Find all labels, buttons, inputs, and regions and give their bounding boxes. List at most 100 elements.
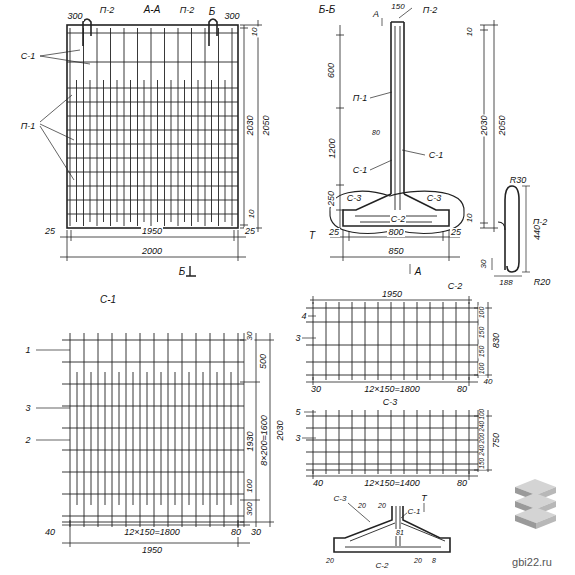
rebar-line xyxy=(469,302,470,380)
dimension-label: 100 xyxy=(246,478,254,493)
dimension-label: 830 xyxy=(493,331,502,348)
rebar-line xyxy=(67,186,238,187)
rebar-line xyxy=(430,302,431,380)
rebar-line xyxy=(97,28,98,226)
dimension-label: 2030 xyxy=(276,419,285,441)
dimension-label: 1950 xyxy=(141,227,163,236)
mesh-c-2 xyxy=(302,296,492,386)
dimension-label: С-3 xyxy=(426,194,443,203)
rebar-line xyxy=(175,372,176,505)
dimension-label: 80 xyxy=(456,385,468,394)
dimension-label: 30 xyxy=(480,259,488,270)
dimension-label: 150 xyxy=(479,344,486,358)
dimension-label: 10 xyxy=(466,213,474,224)
rebar-line xyxy=(306,322,478,323)
dimension-label: 850 xyxy=(387,247,404,256)
dimension-label: С-3 xyxy=(346,194,363,203)
rebar-line xyxy=(189,372,190,505)
dimension-label: 240 xyxy=(479,444,486,457)
dimension-label: С-3 xyxy=(382,398,399,407)
rebar-line xyxy=(231,372,232,505)
rebar-line xyxy=(352,302,353,380)
rebar-grids xyxy=(62,28,478,527)
rebar-line xyxy=(83,28,84,226)
rebar-line xyxy=(184,80,185,222)
dimension-label: 80 xyxy=(230,528,242,537)
rebar-line xyxy=(306,464,478,465)
dimension-label: 3 xyxy=(294,334,301,343)
dimension-label: 12×150=1400 xyxy=(363,479,421,488)
rebar-line xyxy=(306,375,478,376)
base-detail xyxy=(334,502,450,552)
dimension-label: 30 xyxy=(246,331,254,342)
dimension-label: С-1 xyxy=(407,508,422,516)
dimension-label: Т xyxy=(308,231,316,241)
dimension-label: 2050 xyxy=(262,114,271,136)
dimension-label: 100 xyxy=(479,408,486,421)
rebar-line xyxy=(306,428,478,429)
watermark: gbi22.ru xyxy=(511,557,553,568)
rebar-line xyxy=(103,80,104,222)
dimension-label: 600 xyxy=(328,61,337,78)
rebar-line xyxy=(205,28,206,226)
rebar-line xyxy=(147,372,148,505)
dimension-label: 3 xyxy=(294,434,301,443)
rebar-line xyxy=(62,494,244,495)
dimension-label: П-2 xyxy=(179,6,196,15)
dimension-label: 750 xyxy=(493,431,502,448)
rebar-line xyxy=(62,522,244,523)
dimension-label: Т xyxy=(420,494,428,503)
dimension-label: С-3 xyxy=(333,495,348,503)
rebar-line xyxy=(67,102,238,103)
rebar-line xyxy=(417,302,418,380)
rebar-line xyxy=(378,302,379,380)
rebar-line xyxy=(178,28,179,226)
rebar-line xyxy=(232,28,233,226)
dimension-label: 188 xyxy=(498,279,513,287)
dimension-label: 2000 xyxy=(141,247,163,256)
dimension-label: Б-Б xyxy=(318,5,336,15)
dimension-label: 2030 xyxy=(480,114,489,136)
dimension-label: 100 xyxy=(479,361,486,375)
dimension-label: 1950 xyxy=(381,290,403,299)
dimension-label: 150 xyxy=(479,457,486,470)
rebar-line xyxy=(164,28,165,226)
dimension-label: 25 xyxy=(244,227,256,236)
rebar-line xyxy=(217,372,218,505)
rebar-line xyxy=(117,80,118,222)
rebar-line xyxy=(67,88,238,89)
dimension-label: 30 xyxy=(250,528,262,537)
dimension-label: 25 xyxy=(44,227,56,236)
rebar-line xyxy=(365,302,366,380)
dimension-label: 80 xyxy=(456,479,468,488)
rebar-line xyxy=(124,28,125,226)
dimension-label: 5 xyxy=(294,408,301,417)
rebar-line xyxy=(90,80,91,222)
dimension-label: Б xyxy=(208,7,217,17)
dimension-label: 1200 xyxy=(328,137,337,159)
dimension-label: R20 xyxy=(533,278,552,287)
dimension-label: 800 xyxy=(387,228,404,237)
rebar-line xyxy=(76,80,77,222)
dimension-label: С-2 xyxy=(390,215,407,224)
rebar-line xyxy=(151,28,152,226)
dimension-label: 2 xyxy=(24,436,31,445)
rebar-line xyxy=(67,214,238,215)
section-b-b xyxy=(330,8,498,274)
rebar-line xyxy=(133,372,134,505)
dimension-label: 20 xyxy=(325,557,335,564)
dimension-label: 10 xyxy=(466,27,474,38)
dimension-label: 100 xyxy=(479,305,486,319)
rebar-line xyxy=(225,80,226,222)
dimension-label: 240 xyxy=(479,420,486,433)
rebar-line xyxy=(105,372,106,505)
rebar-line xyxy=(326,302,327,380)
dimension-label: 81 xyxy=(395,529,405,536)
rebar-line xyxy=(77,372,78,505)
dimension-label: 30 xyxy=(310,385,322,394)
rebar-line xyxy=(443,302,444,380)
rebar-line xyxy=(62,472,244,473)
rebar-line xyxy=(198,80,199,222)
rebar-line xyxy=(313,302,314,380)
